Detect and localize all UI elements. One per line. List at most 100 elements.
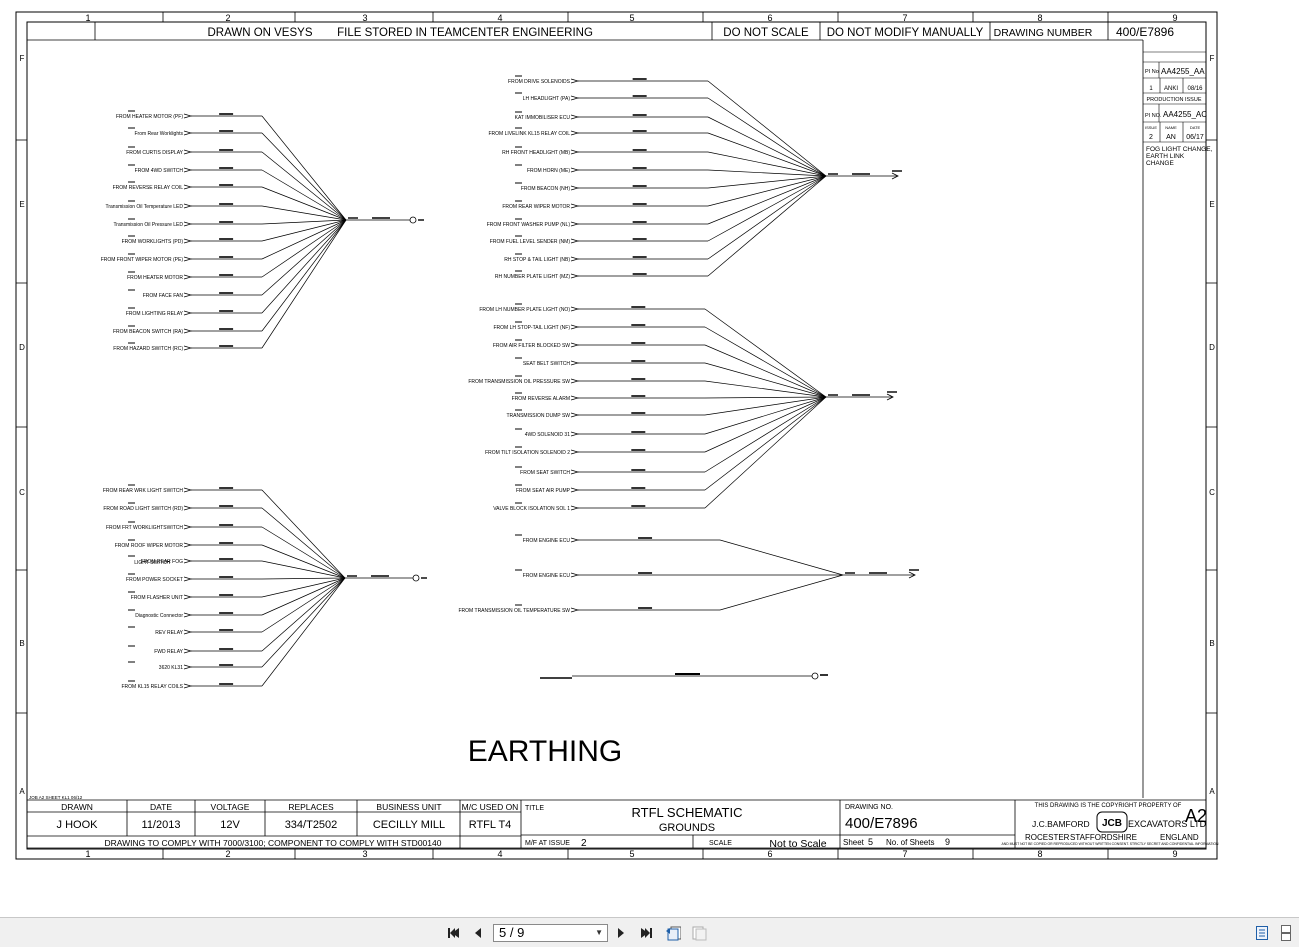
fan-line [719,539,844,576]
title-block [27,799,1206,849]
drawing-number-label: DRAWING NUMBER [994,27,1093,39]
wire-source-label: FROM FRONT WASHER PUMP (NL) [487,222,571,228]
connector-arrow [570,505,580,511]
revision-block: PI No AA4255_AA 1 ANKI 08/16 PRODUCTION … [1142,40,1213,798]
wire-source-label: FROM 4WD SWITCH [135,168,184,174]
wiring-groups: FROM HEATER MOTOR (PF)From Rear Workligh… [101,75,919,690]
wire-row: Diagnostic Connector [128,577,346,619]
connector-arrow [183,594,193,600]
wire-row: KAT IMMOBILISER ECU [515,111,827,177]
wire-source-label: FROM REAR WRK LIGHT SWITCH [103,488,184,494]
next-page-icon [618,928,624,938]
date-label: DATE [1190,125,1201,130]
job-tag: JOB A2 SHEET KL1 06/12 [29,795,83,800]
wire-source-label: RH NUMBER PLATE LIGHT (MZ) [495,274,570,280]
issue-value-2: 2 [1149,134,1153,141]
wire-row: FROM POWER SOCKET [126,573,346,583]
column-label: 1 [85,13,90,23]
fan-line [261,507,346,579]
wire-row: FROM FRONT WIPER MOTOR (PE) [101,219,347,263]
connector-arrow [183,221,193,227]
wire-row: 4WD SOLENOID 31 [515,396,827,438]
row-label: D [19,343,25,352]
voltage-value: 12V [220,819,240,831]
ground-stud-icon [409,216,417,224]
first-page-button[interactable] [446,925,462,941]
fan-line [261,577,346,668]
location-2: STAFFORDSHIRE [1070,833,1137,842]
ground-terminal-icon [908,571,916,579]
fan-line [707,97,827,177]
wire-row: REV RELAY [128,577,346,636]
fan-line [261,560,346,579]
connector-arrow [183,345,193,351]
wire-row: FROM FUEL LEVEL SENDER (NM) [490,175,827,245]
wire-row: FROM HAZARD SWITCH (RC) [113,219,347,352]
fan-line [704,396,827,453]
row-label: F [20,54,25,63]
last-page-button[interactable] [638,925,654,941]
do-not-modify-label: DO NOT MODIFY MANUALLY [827,27,984,39]
wire-row: FROM AIR FILTER BLOCKED SW [493,339,827,398]
row-label: F [1210,54,1215,63]
column-label: 7 [902,849,907,859]
connector-arrow [570,256,580,262]
wire-row: FROM LIGHTING RELAY [126,219,347,317]
wire-source-label: FROM LIVELINK KL15 RELAY COIL [488,131,570,137]
voltage-header: VOLTAGE [211,802,250,812]
connector-arrow [183,683,193,689]
fan-line [707,175,827,277]
column-label: 7 [902,13,907,23]
wire-source-label: FROM KL15 RELAY COILS [121,684,183,690]
column-label: 3 [362,13,367,23]
fan-line [707,175,827,207]
connector-arrow [570,469,580,475]
date-value-1: 08/16 [1187,86,1203,92]
ground-group-g3: FROM LH NUMBER PLATE LIGHT (NO)FROM LH S… [468,303,897,512]
column-label: 6 [767,849,772,859]
name-label: NAME [1165,125,1177,130]
connector-arrow [183,612,193,618]
mc-used-on-value: RTFL T4 [469,819,512,831]
wire-row: FROM WORKLIGHTS (PD) [122,219,347,245]
fan-line [707,175,827,225]
wire-source-label: LH HEADLIGHT (PA) [523,96,571,102]
column-label: 5 [629,13,634,23]
go-back-view-icon [666,926,681,941]
scale-value: Not to Scale [769,838,826,850]
single-page-view-button[interactable] [1254,925,1270,941]
pi-value-1: AA4255_AA [1161,67,1205,76]
sheet-label: Sheet [843,838,865,847]
connector-arrow [570,412,580,418]
connector-arrow [570,273,580,279]
wire-source-label: FROM FRONT WIPER MOTOR (PE) [101,257,184,263]
wire-source-label: FROM LH STOP-TAIL LIGHT (NF) [494,325,571,331]
go-forward-view-button[interactable] [691,925,707,941]
page-number-select[interactable]: 5 / 9 ▼ [493,924,608,942]
grid-lines [16,12,1217,859]
connector-arrow [570,607,580,613]
revision-note-2: EARTH LINK [1146,153,1185,160]
column-label: 3 [362,849,367,859]
last-page-icon [641,928,652,938]
wire-source-label: Diagnostic Connector [135,613,183,619]
ground-terminal-icon [886,393,894,401]
company-name-1: J.C.BAMFORD [1032,819,1090,829]
date-value: 11/2013 [142,819,181,831]
file-stored-label: FILE STORED IN TEAMCENTER ENGINEERING [337,27,593,39]
jcb-logo: JCB [1096,811,1128,833]
wire-source-label: FROM FUEL LEVEL SENDER (NM) [490,239,571,245]
pi-label-1: PI No [1145,69,1159,75]
wire-source-label: FROM HORN (ME) [527,168,570,174]
fan-line [261,186,347,221]
connector-arrow [570,395,580,401]
next-page-button[interactable] [613,925,629,941]
fan-line [261,577,346,580]
wire-source-label: FROM ENGINE ECU [523,538,571,544]
continuous-view-button[interactable] [1278,925,1294,941]
previous-page-button[interactable] [470,925,486,941]
go-back-view-button[interactable] [665,925,681,941]
wire-source-label: FROM FLASHER UNIT [131,595,183,601]
production-issue-label: PRODUCTION ISSUE [1146,97,1201,103]
